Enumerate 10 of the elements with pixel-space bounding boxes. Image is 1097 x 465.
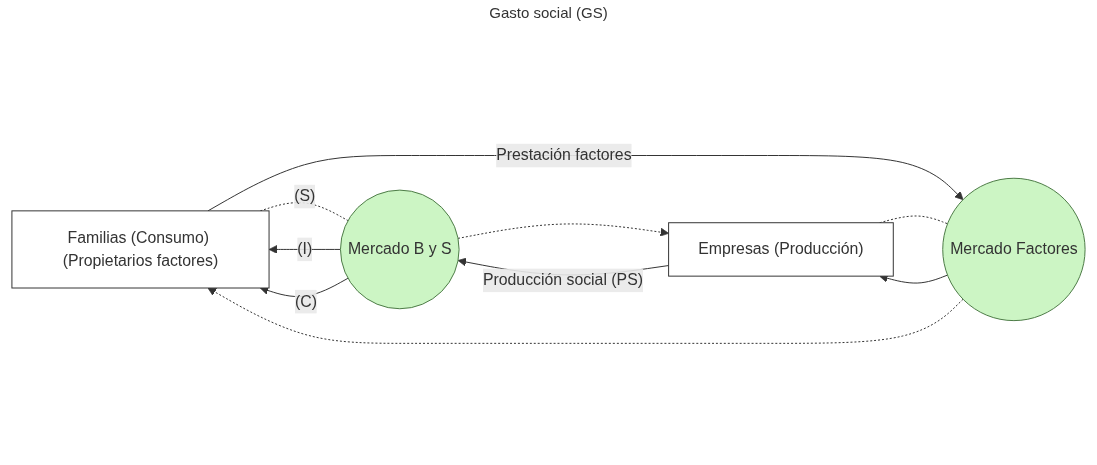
edge-label: (C) (294, 292, 317, 310)
node-box: Familias (Consumo) (Propietarios factores) (11, 210, 270, 289)
node-circle: Mercado B y S (340, 189, 460, 310)
node-box: Empresas (Producción) (668, 222, 894, 277)
edge-label: (S) (294, 187, 316, 205)
annotation-text: Gasto social (GS) (489, 4, 608, 21)
edge-label: Prestación factores (496, 146, 632, 164)
edge-label: (I) (297, 240, 313, 258)
edge-label: Producción social (PS) (482, 271, 643, 289)
node-circle: Mercado Factores (942, 177, 1086, 322)
